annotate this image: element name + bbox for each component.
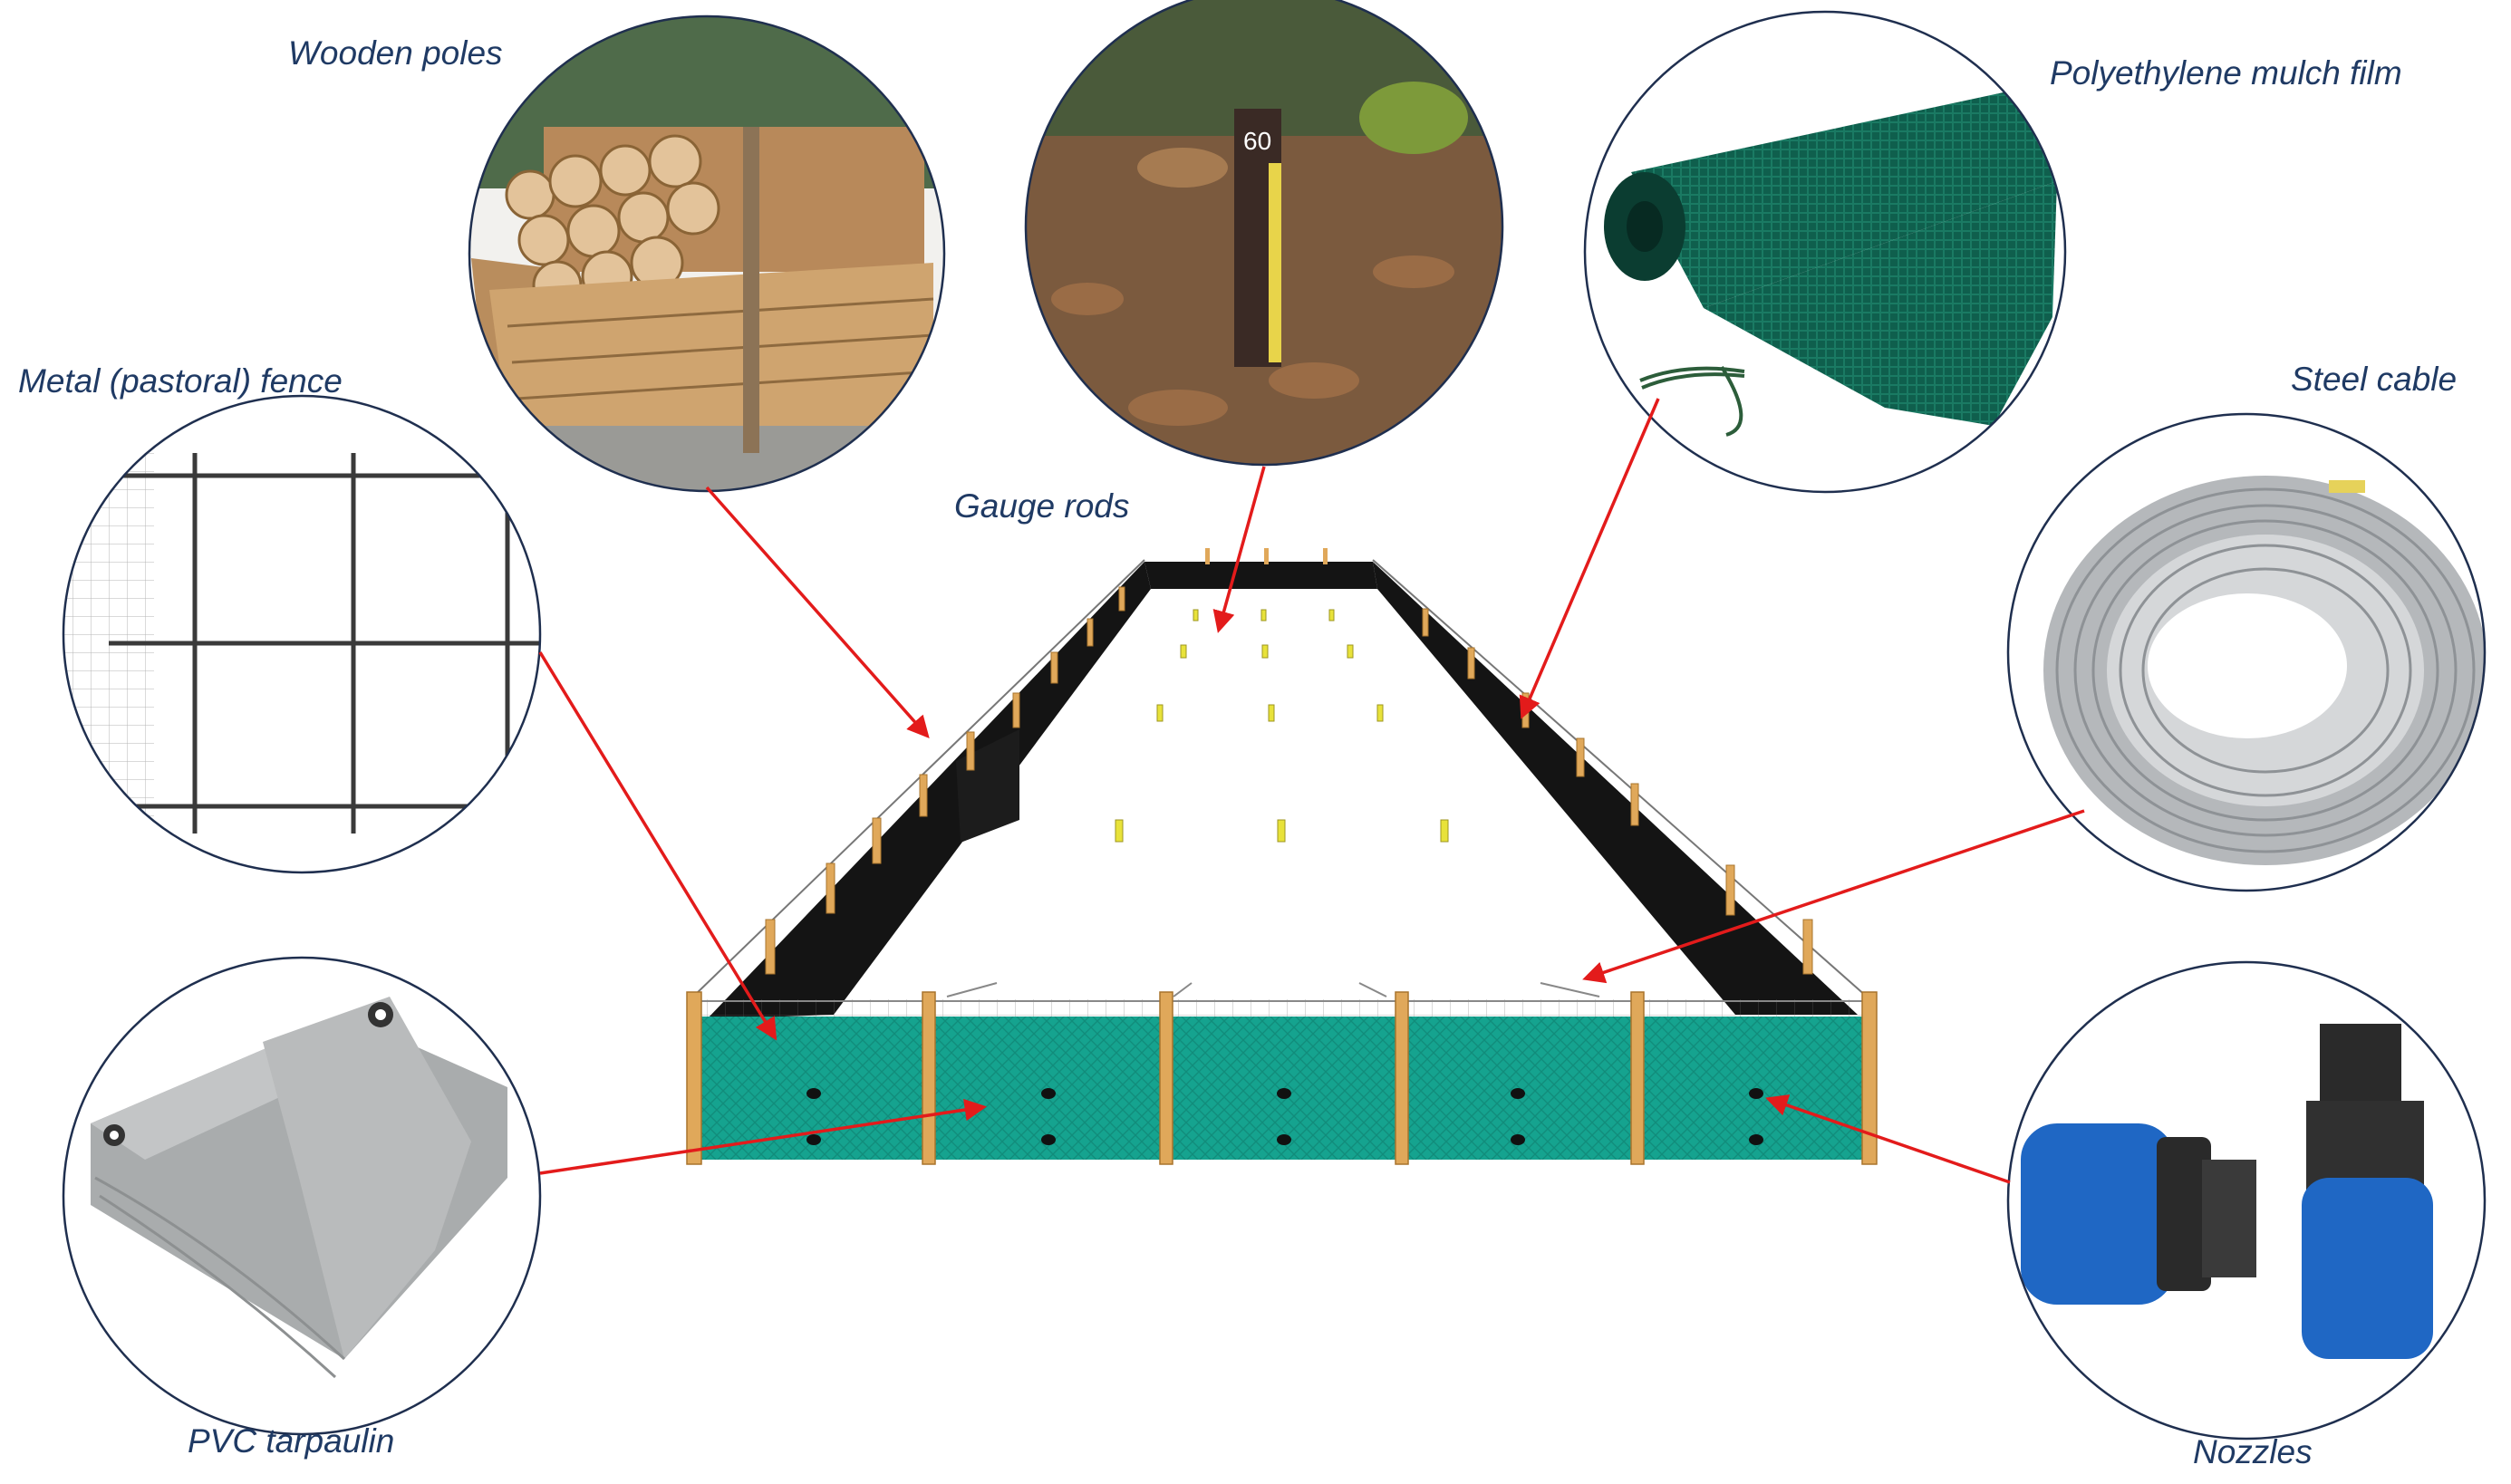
gauge-rods-photo: 60 <box>1024 0 1504 467</box>
back-mulch-wall <box>1144 562 1377 589</box>
gauge-rod-markers <box>1115 609 1449 843</box>
wooden-poles-photo <box>468 14 946 493</box>
back-poles <box>1205 548 1328 564</box>
arrow-mulch-film <box>1519 398 1660 719</box>
arrow-metal-fence <box>538 651 777 1041</box>
svg-text:60: 60 <box>1243 127 1271 155</box>
pvc-tarpaulin-photo <box>62 956 542 1436</box>
label-wooden-poles: Wooden poles <box>288 34 503 72</box>
label-gauge-rods: Gauge rods <box>954 487 1130 525</box>
right-cable <box>1372 559 1868 997</box>
label-pvc-tarpaulin: PVC tarpaulin <box>188 1422 395 1460</box>
label-metal-fence: Metal (pastoral) fence <box>18 362 343 400</box>
arrow-steel-cable <box>1582 809 2085 984</box>
front-posts <box>686 991 1878 1165</box>
label-steel-cable: Steel cable <box>2291 361 2458 398</box>
label-polyethylene-mulch-film: Polyethylene mulch film <box>2050 54 2402 92</box>
arrow-pvc-tarpaulin <box>539 1098 988 1175</box>
left-side-poles <box>765 586 1125 975</box>
label-nozzles: Nozzles <box>2193 1433 2313 1470</box>
arrow-nozzles <box>1765 1094 2011 1184</box>
nozzle-holes <box>806 1088 1763 1145</box>
mulch-film-photo <box>1583 10 2067 494</box>
arrow-wooden-poles <box>705 486 930 739</box>
cable-tensioners <box>946 982 1600 997</box>
left-flap <box>956 729 1019 843</box>
arrow-gauge-rods <box>1212 466 1266 633</box>
nozzles-photo <box>2006 960 2487 1441</box>
right-mulch-wall <box>1373 562 1858 1015</box>
steel-cable-photo <box>2006 412 2487 892</box>
pointer-arrows <box>538 398 2085 1184</box>
left-cable <box>692 559 1145 997</box>
left-mulch-wall <box>707 562 1151 1019</box>
front-wire-band <box>702 999 1864 1019</box>
metal-fence-photo <box>62 394 542 874</box>
enclosure-model <box>686 548 1878 1165</box>
